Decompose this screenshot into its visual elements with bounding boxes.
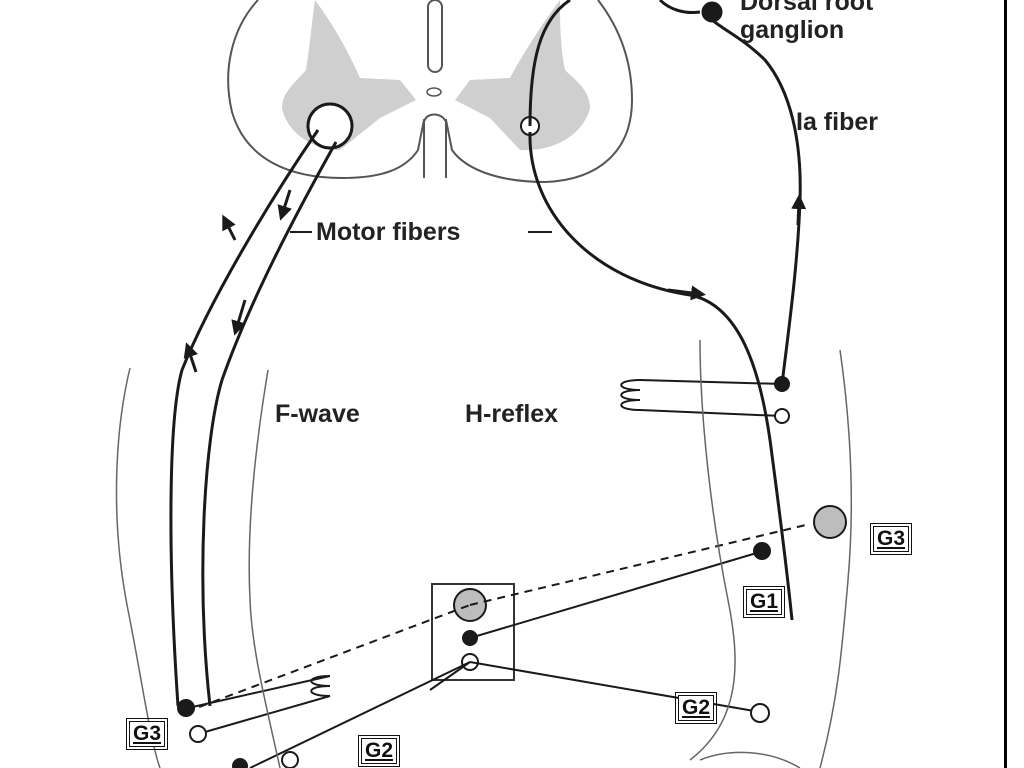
f-wave-label: F-wave bbox=[275, 400, 360, 428]
tag-g1: G1 bbox=[742, 586, 786, 618]
right-frame-border bbox=[1004, 0, 1007, 768]
motor-fiber-descending bbox=[201, 141, 338, 707]
right-limb-outer bbox=[819, 349, 853, 768]
tag-g3-left: G3 bbox=[125, 718, 169, 750]
dorsal-root-ganglion-line1: Dorsal root bbox=[740, 0, 874, 16]
left-limb-inner bbox=[248, 369, 281, 768]
dorsal-root-ganglion-line2: ganglion bbox=[740, 16, 845, 44]
stimulating-electrodes bbox=[177, 376, 790, 743]
ia-fiber-label: Ia fiber bbox=[796, 108, 878, 136]
spinal-cord-section bbox=[227, 0, 634, 184]
right-limb-inner bbox=[689, 339, 736, 761]
tag-g3-right: G3 bbox=[869, 523, 913, 555]
f-wave-coil bbox=[310, 675, 331, 697]
h-reflex-coil bbox=[620, 379, 641, 411]
ia-fiber bbox=[528, 0, 807, 621]
motor-fibers bbox=[169, 129, 552, 707]
central-fissure bbox=[427, 0, 443, 73]
ia-fiber-ascending bbox=[708, 10, 802, 385]
motor-neuron-soma bbox=[306, 102, 354, 150]
gray-matter-right bbox=[455, 0, 590, 151]
tag-g2-bottom: G2 bbox=[357, 735, 401, 767]
ia-fiber-descending bbox=[528, 131, 794, 621]
ventral-fissure bbox=[423, 113, 447, 178]
left-limb-outer bbox=[115, 367, 161, 768]
dorsal-root-ganglion-label: Dorsal root ganglion bbox=[740, 0, 873, 44]
motor-fiber-ascending bbox=[169, 129, 320, 707]
dorsal-root-ganglion bbox=[701, 1, 723, 23]
central-canal bbox=[426, 87, 442, 97]
recording-electrodes bbox=[185, 505, 847, 768]
tag-g2-right: G2 bbox=[674, 692, 718, 724]
ia-fiber-into-cord bbox=[528, 0, 571, 127]
h-reflex-label: H-reflex bbox=[465, 400, 559, 428]
motor-fibers-label: Motor fibers bbox=[316, 218, 461, 246]
